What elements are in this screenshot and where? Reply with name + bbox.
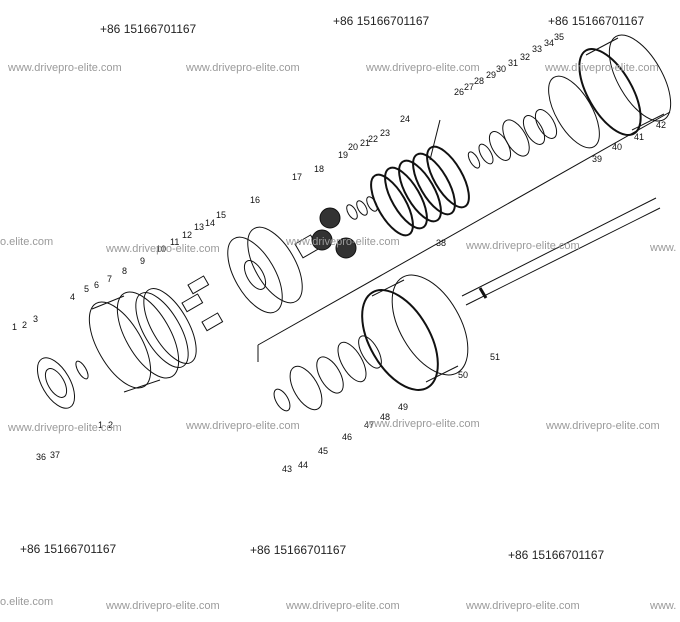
- watermark: www.drivepro-elite.com: [466, 240, 580, 252]
- part-label: 19: [338, 150, 348, 160]
- part-label: 13: [194, 222, 204, 232]
- part-label: 12: [182, 230, 192, 240]
- part-label: 47: [364, 420, 374, 430]
- friction-disc-pack: [370, 145, 470, 237]
- part-label: 50: [458, 370, 468, 380]
- part-label: 39: [592, 154, 602, 164]
- phone-number: +86 15166701167: [100, 22, 197, 36]
- part-label: 28: [474, 76, 484, 86]
- phone-number: +86 15166701167: [508, 548, 605, 562]
- assembly-frame-line: [429, 119, 441, 161]
- watermark: www.drivepro-elite.com: [466, 600, 580, 612]
- part-label: 8: [122, 266, 127, 276]
- watermark: www.drivepro-elite.com: [8, 62, 122, 74]
- part-label: 45: [318, 446, 328, 456]
- o-ring: [75, 360, 89, 380]
- part-label: 16: [250, 195, 260, 205]
- part-label: 40: [612, 142, 622, 152]
- part-label: 24: [400, 114, 410, 124]
- part-label: 9: [140, 256, 145, 266]
- part-label: 30: [496, 64, 506, 74]
- part-label: 11: [170, 237, 179, 247]
- drum: [361, 274, 469, 391]
- part-label: 35: [554, 32, 564, 42]
- part-label: 29: [486, 70, 496, 80]
- watermark: www.drivepro-elite.com: [546, 420, 660, 432]
- seal-ring: [143, 288, 197, 364]
- part-label: 41: [634, 132, 644, 142]
- part-label: 46: [342, 432, 352, 442]
- part-label: 17: [292, 172, 302, 182]
- part-label: 23: [380, 128, 390, 138]
- part-label: 37: [50, 450, 60, 460]
- part-label: 44: [298, 460, 308, 470]
- watermark: www.drivepro-elite.com: [366, 62, 480, 74]
- watermark: www.drivepro-elite.com: [545, 62, 659, 74]
- part-label: 18: [314, 164, 324, 174]
- part-label: 34: [544, 38, 554, 48]
- part-label: 20: [348, 142, 358, 152]
- part-label: 22: [368, 134, 378, 144]
- part-label: 3: [33, 314, 38, 324]
- lower-rings: [273, 335, 382, 412]
- part-label: 51: [490, 352, 500, 362]
- part-label: 32: [520, 52, 530, 62]
- planet-carrier: [227, 226, 303, 314]
- part-label: 33: [532, 44, 542, 54]
- brake-housing: [578, 34, 672, 136]
- end-cover: [36, 357, 76, 409]
- part-label: 6: [94, 280, 99, 290]
- phone-number: +86 15166701167: [20, 542, 117, 556]
- part-label: 21: [360, 138, 370, 148]
- part-label: 5: [84, 284, 89, 294]
- part-label: 2: [108, 420, 113, 430]
- planet-pins: [181, 275, 224, 332]
- phone-number: +86 15166701167: [250, 543, 347, 557]
- part-label: 48: [380, 412, 390, 422]
- part-label: 14: [205, 218, 215, 228]
- watermark: www.drivepro-elite.com: [286, 236, 400, 248]
- part-label: 7: [107, 274, 112, 284]
- watermark-partial: o.elite.com: [0, 236, 54, 248]
- part-label: 1: [12, 322, 17, 332]
- part-label: 26: [454, 87, 464, 97]
- phone-number: +86 15166701167: [548, 14, 645, 28]
- assembly-frame-line: [257, 111, 671, 346]
- part-label: 49: [398, 402, 408, 412]
- part-label: 42: [656, 120, 666, 130]
- seal-rings-group: [467, 109, 558, 169]
- part-label: 10: [156, 244, 166, 254]
- piston: [548, 75, 600, 149]
- watermark: www.drivepro-elite.com: [186, 62, 300, 74]
- part-label: 15: [216, 210, 226, 220]
- watermark-partial: www.: [650, 242, 677, 254]
- part-label: 36: [36, 452, 46, 462]
- part-label: 27: [464, 82, 474, 92]
- part-label: 1: [98, 420, 103, 430]
- phone-number: +86 15166701167: [333, 14, 430, 28]
- drive-shaft: [461, 197, 661, 306]
- planet-gears: [311, 207, 357, 259]
- watermark: www.drivepro-elite.com: [186, 420, 300, 432]
- watermark-partial: o.elite.com: [0, 596, 54, 608]
- watermark: www.drivepro-elite.com: [106, 243, 220, 255]
- part-label: 38: [436, 238, 446, 248]
- watermark-partial: www.: [650, 600, 677, 612]
- watermark: www.drivepro-elite.com: [8, 422, 122, 434]
- housing: [88, 291, 180, 393]
- part-label: 4: [70, 292, 75, 302]
- part-label: 31: [508, 58, 518, 68]
- seal-ring: [135, 292, 189, 368]
- watermark-partial: www.drivepro-elite.com: [286, 600, 400, 612]
- part-label: 43: [282, 464, 292, 474]
- watermark: www.drivepro-elite.com: [366, 418, 480, 430]
- part-label: 2: [22, 320, 27, 330]
- watermark: www.drivepro-elite.com: [106, 600, 220, 612]
